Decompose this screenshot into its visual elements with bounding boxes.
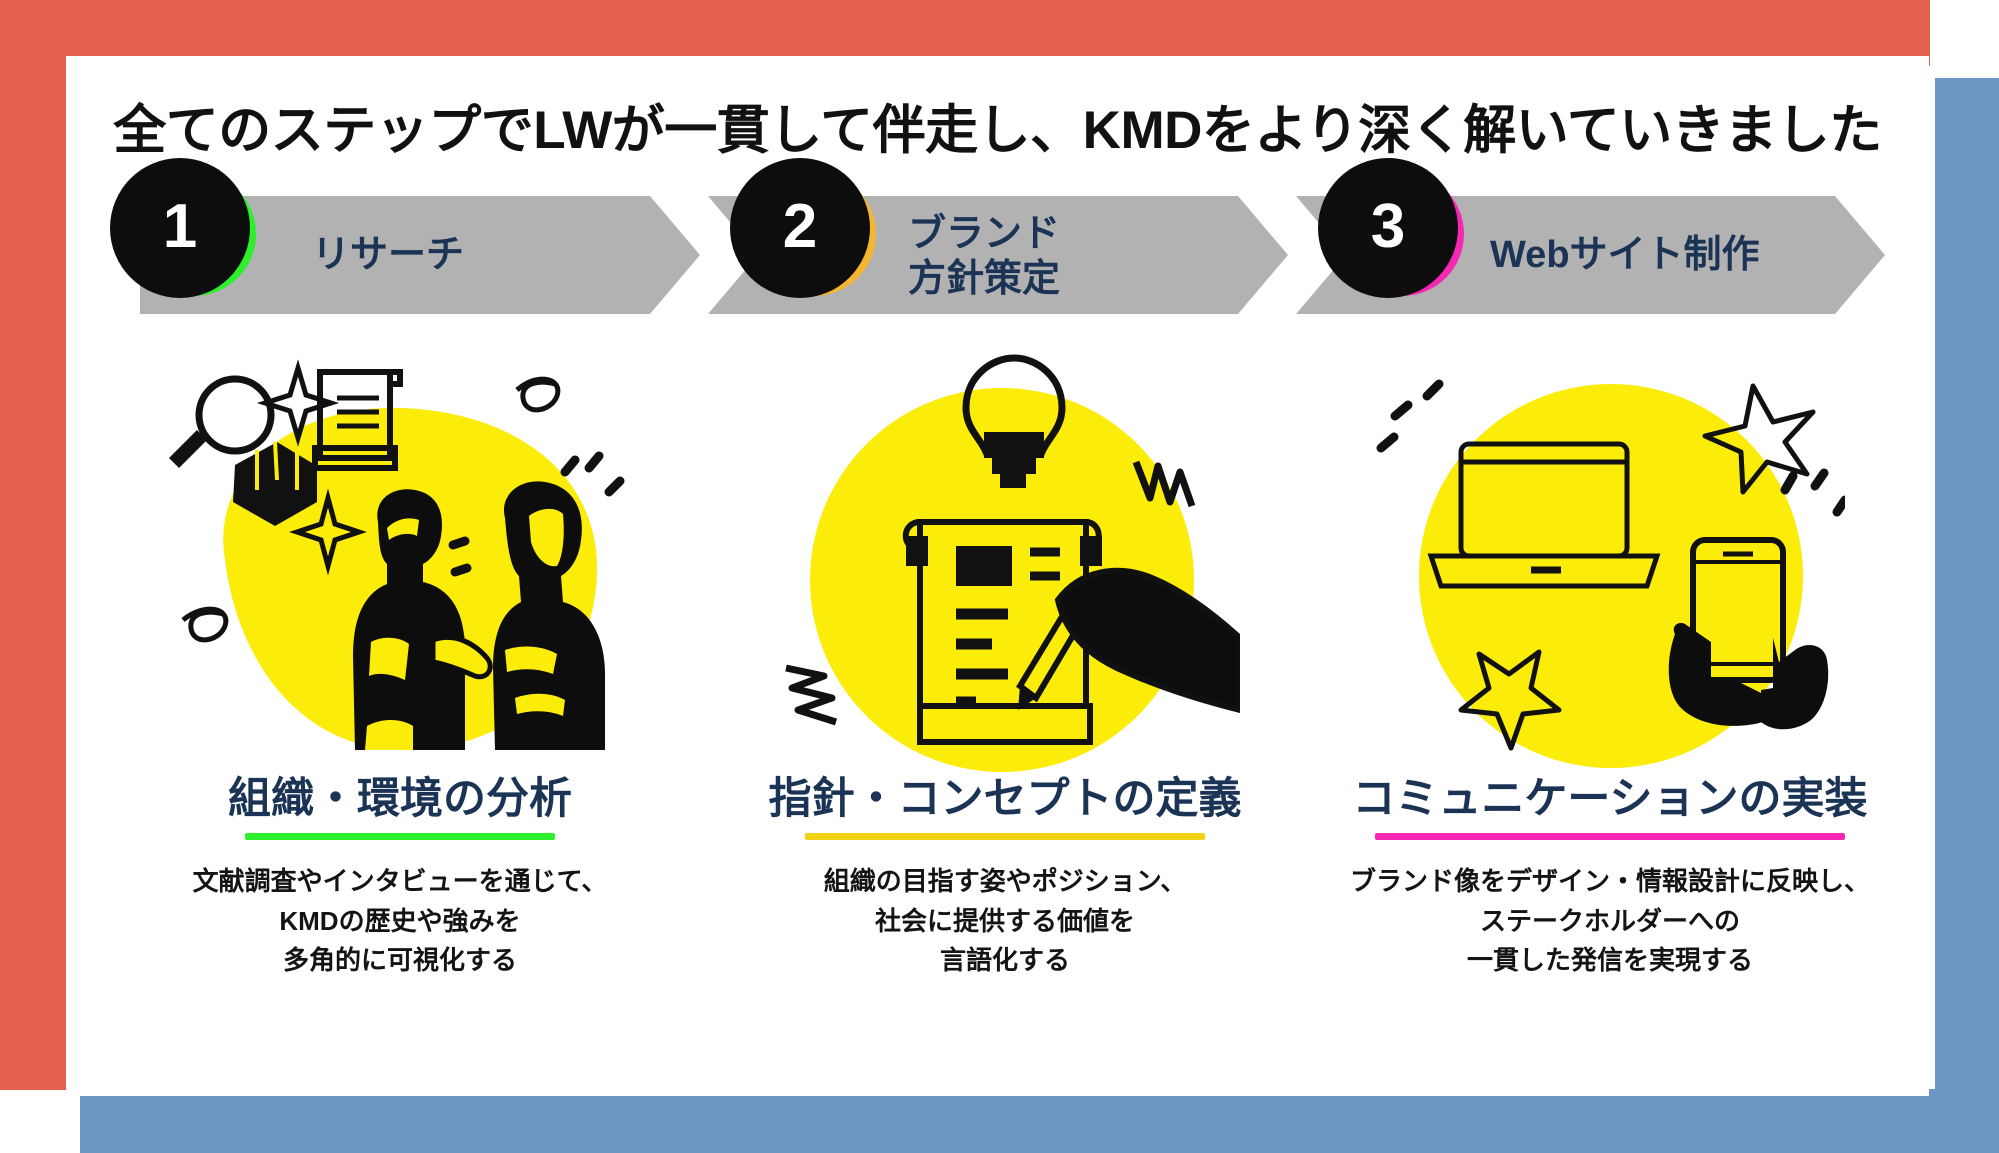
column-underline-2 xyxy=(805,833,1205,841)
step-number-3: 3 xyxy=(1370,192,1406,261)
column-body-1: 文献調査やインタビューを通じて、 KMDの歴史や強みを 多角的に可視化する xyxy=(192,866,608,976)
frame-bar-bottom-blue xyxy=(80,1089,1999,1153)
step-detail-columns: 組織・環境の分析 文献調査やインタビューを通じて、 KMDの歴史や強みを 多角的… xyxy=(110,350,1900,1050)
step-badge-2: 2 xyxy=(730,158,880,308)
column-body-2: 組織の目指す姿やポジション、 社会に提供する価値を 言語化する xyxy=(823,866,1187,976)
step-number-circle-1: 1 xyxy=(110,158,250,298)
frame-bar-left-red xyxy=(0,0,66,1090)
step-number-1: 1 xyxy=(162,192,198,261)
column-research: 組織・環境の分析 文献調査やインタビューを通じて、 KMDの歴史や強みを 多角的… xyxy=(110,350,690,1050)
step-label-2: ブランド 方針策定 xyxy=(908,213,1061,300)
page-title: 全てのステップでLWが一貫して伴走し、KMDをより深く解いていきました xyxy=(113,101,1882,160)
concept-writing-illustration xyxy=(770,350,1240,780)
column-underline-3 xyxy=(1375,833,1845,841)
step-label-3: Webサイト制作 xyxy=(1490,234,1760,276)
column-implementation: コミュニケーションの実装 ブランド像をデザイン・情報設計に反映し、 ステークホル… xyxy=(1320,350,1900,1050)
devices-implementation-illustration xyxy=(1375,350,1845,780)
step-number-circle-2: 2 xyxy=(730,158,870,298)
step-badge-1: 1 xyxy=(110,158,260,308)
column-underline-1 xyxy=(245,833,555,841)
step-number-2: 2 xyxy=(782,192,818,261)
research-illustration xyxy=(165,350,635,780)
frame-bar-top-red xyxy=(0,0,1930,66)
step-number-circle-3: 3 xyxy=(1318,158,1458,298)
column-heading-2: 指針・コンセプトの定義 xyxy=(768,775,1242,823)
column-heading-1: 組織・環境の分析 xyxy=(228,775,572,823)
step-process-bar: リサーチ ブランド 方針策定 Webサイト制作 1 2 3 xyxy=(110,158,1885,314)
frame-bar-right-blue xyxy=(1935,78,1999,1153)
step-label-1: リサーチ xyxy=(312,234,465,276)
step-badge-3: 3 xyxy=(1318,158,1468,308)
column-body-3: ブランド像をデザイン・情報設計に反映し、 ステークホルダーへの 一貫した発信を実… xyxy=(1349,866,1870,976)
column-concept: 指針・コンセプトの定義 組織の目指す姿やポジション、 社会に提供する価値を 言語… xyxy=(715,350,1295,1050)
column-heading-3: コミュニケーションの実装 xyxy=(1352,775,1868,823)
